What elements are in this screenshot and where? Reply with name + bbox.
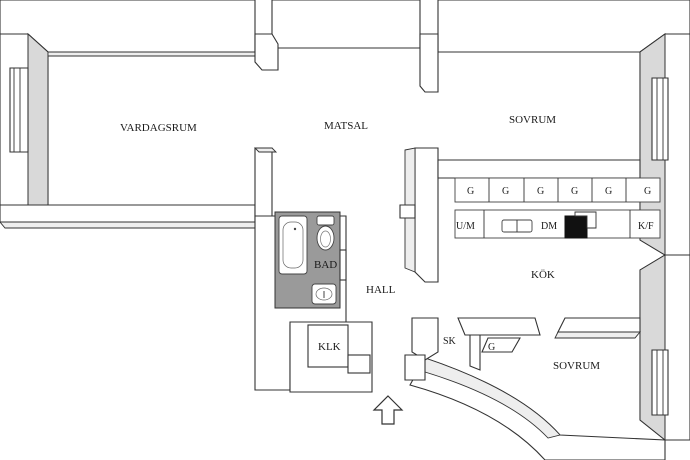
label-sk: SK [443,336,457,347]
cabinet-label: G [467,186,474,197]
door-jamb-hall [399,204,416,219]
wall-matsal-left [254,147,273,217]
kitchen-labels: G G G G G G U/M DM K/F SK G [443,186,654,353]
kitchen-upper-cabinets [454,177,661,203]
wall-stub-right-top [419,33,439,93]
wall-closet-left [411,317,439,361]
wall-kitchen-top [437,159,641,179]
wall-matsal-left-face [253,147,278,153]
label-g-closet: G [488,342,495,353]
wall-hall-right [414,147,439,283]
right-window-upper [651,77,669,161]
label-dm: DM [541,221,557,232]
entrance-arrow-icon [372,395,404,425]
wall-stub-left-top [254,33,279,71]
cabinet-label: G [537,186,544,197]
top-left-wall-face [47,51,256,57]
bathtub-icon [278,215,308,275]
label-kf: K/F [638,221,654,232]
closet-divider-top [457,317,541,336]
bathroom [274,211,347,309]
label-matsal: MATSAL [324,120,368,132]
curved-bottom-wall-face [424,357,561,439]
wall-sovrum-bottom-face [554,331,641,339]
label-hall: HALL [366,284,396,296]
bathroom-door-frame [339,249,347,281]
wall-hall-entry-right [404,354,426,381]
top-wall-middle [271,0,421,49]
closet-divider-mid [469,334,481,371]
right-window-lower [651,349,669,416]
counter-top [454,209,661,239]
living-bottom-wall [0,204,256,223]
kitchen-counter [454,209,661,239]
hall-entry-left-wall [347,354,371,374]
klk-closet-box [307,324,349,368]
label-um: U/M [456,221,475,232]
stove-icon [564,211,597,239]
label-bad: BAD [314,259,337,271]
cabinet-label: G [571,186,578,197]
wall-sovrum-bottom-top [557,317,641,333]
washbasin-icon [311,283,337,305]
closet-g-front [481,337,521,353]
cabinet-label: G [605,186,612,197]
cabinet-label: G [502,186,509,197]
left-window-sill [9,67,29,153]
label-vardagsrum: VARDAGSRUM [120,122,197,134]
label-kok: KÖK [531,269,555,281]
label-sovrum-bottom: SOVRUM [553,360,600,372]
cabinet-row-upper [454,177,661,203]
room-labels: VARDAGSRUM MATSAL SOVRUM BAD HALL KÖK KL… [120,114,600,372]
cabinet-label: G [644,186,651,197]
toilet-icon [316,215,335,251]
label-klk: KLK [318,341,341,353]
label-sovrum-top: SOVRUM [509,114,556,126]
living-bottom-wall-face [0,221,261,229]
left-wall-window-shade [27,32,49,221]
